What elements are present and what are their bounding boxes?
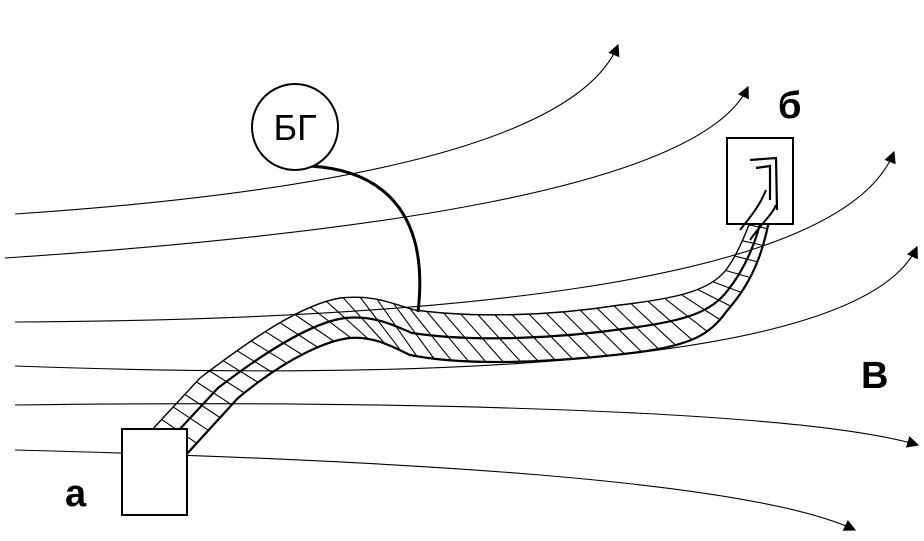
galvanometer: БГ	[251, 83, 339, 171]
field-line-1	[14, 43, 620, 215]
coil-segment	[426, 311, 470, 362]
coil-segment	[196, 381, 233, 406]
field-line-2	[4, 85, 749, 259]
coil-segment	[613, 305, 660, 350]
coil-top-edge	[149, 159, 771, 433]
coil-segment	[712, 281, 742, 293]
coil-segment	[528, 313, 573, 360]
coil-segment	[342, 297, 386, 344]
coil-segments	[161, 175, 776, 444]
galvanometer-label: БГ	[273, 107, 316, 148]
field-line-4	[14, 245, 918, 372]
coil-segment	[630, 303, 676, 346]
coil-segment	[265, 331, 303, 356]
coil-segment	[376, 298, 418, 357]
coil-segment	[326, 300, 369, 340]
label-end-a: а	[65, 473, 87, 515]
coil-segment	[596, 307, 642, 353]
coil	[149, 159, 779, 457]
coil-segment	[359, 296, 402, 351]
end-b-holder	[726, 137, 794, 241]
coil-segment	[393, 303, 435, 360]
coil-segment	[477, 314, 522, 363]
label-field: В	[861, 355, 888, 397]
coil-segment	[579, 309, 625, 355]
end-b-box	[726, 137, 794, 225]
coil-segment	[279, 322, 318, 348]
coil-segment	[681, 294, 721, 321]
field-line-5	[14, 403, 920, 448]
coil-bottom-edge	[184, 159, 779, 457]
coil-segment	[742, 240, 764, 246]
coil-segment	[294, 314, 335, 342]
coil-segment	[222, 360, 259, 383]
coil-segment	[697, 288, 732, 307]
label-end-b: б	[778, 85, 801, 127]
end-a-box	[121, 428, 188, 516]
coil-segment	[409, 308, 452, 361]
coil-segment	[460, 313, 504, 363]
coil-segment	[545, 312, 591, 358]
coil-segment	[172, 406, 209, 431]
end-b-coil-end	[749, 156, 779, 211]
coil-segment	[562, 311, 608, 357]
coil-segment	[748, 224, 768, 230]
coil-segment	[647, 300, 693, 341]
coil-segment	[236, 350, 273, 373]
coil-segment	[664, 298, 708, 332]
coil-segment	[494, 314, 539, 362]
coil-segment	[725, 269, 751, 279]
coil-segment	[511, 314, 556, 361]
coil-segment	[209, 370, 245, 394]
coil-segment	[184, 393, 221, 419]
coil-segment	[250, 340, 288, 364]
coil-segment	[310, 306, 352, 339]
galvanometer-wire	[309, 164, 422, 313]
galvanometer-circle	[251, 83, 339, 171]
coil-segment	[734, 255, 758, 263]
coil-segment	[443, 312, 487, 363]
field-line-3	[14, 150, 896, 323]
coil-middle-edge	[165, 159, 774, 445]
end-b-coil-connect	[739, 189, 777, 241]
